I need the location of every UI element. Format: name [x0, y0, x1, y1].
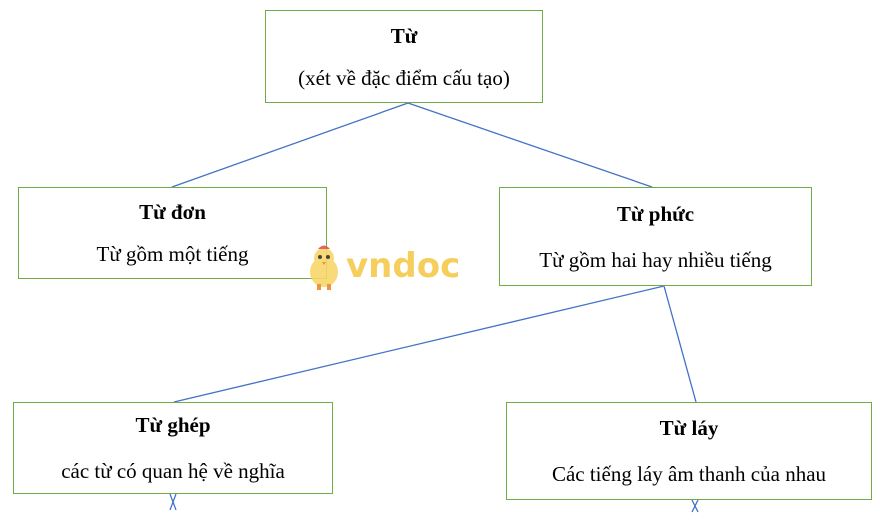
node-tu-ghep-desc: các từ có quan hệ về nghĩa	[61, 459, 285, 483]
node-tu-title: Từ	[390, 23, 418, 48]
node-tu-ghep: Từ ghép các từ có quan hệ về nghĩa	[13, 402, 333, 494]
connector-phuc-ghep	[173, 285, 665, 403]
vndoc-watermark: vndoc	[304, 244, 474, 292]
node-tu-desc: (xét về đặc điểm cấu tạo)	[298, 65, 510, 90]
connector-root-don	[171, 102, 409, 188]
node-tu-don: Từ đơn Từ gồm một tiếng	[18, 187, 327, 279]
chick-mascot-icon	[310, 245, 338, 290]
node-tu-ghep-title: Từ ghép	[135, 413, 211, 437]
node-tu-lay-desc: Các tiếng láy âm thanh của nhau	[551, 462, 827, 486]
node-tu-lay: Từ láy Các tiếng láy âm thanh của nhau	[506, 402, 872, 500]
connector-ghep-stub-2	[169, 493, 177, 511]
node-tu-lay-title: Từ láy	[659, 416, 719, 440]
node-tu-don-title: Từ đơn	[139, 200, 206, 224]
vndoc-watermark-text: vndoc	[346, 246, 461, 286]
node-tu-phuc-desc: Từ gồm hai hay nhiều tiếng	[539, 247, 772, 272]
connector-phuc-lay	[663, 285, 697, 403]
connector-root-phuc	[407, 102, 653, 188]
node-tu-phuc: Từ phức Từ gồm hai hay nhiều tiếng	[499, 187, 812, 286]
node-tu: Từ (xét về đặc điểm cấu tạo)	[265, 10, 543, 103]
connector-lay-stub-2	[691, 499, 699, 513]
node-tu-don-desc: Từ gồm một tiếng	[96, 242, 249, 266]
node-tu-phuc-title: Từ phức	[616, 201, 695, 226]
